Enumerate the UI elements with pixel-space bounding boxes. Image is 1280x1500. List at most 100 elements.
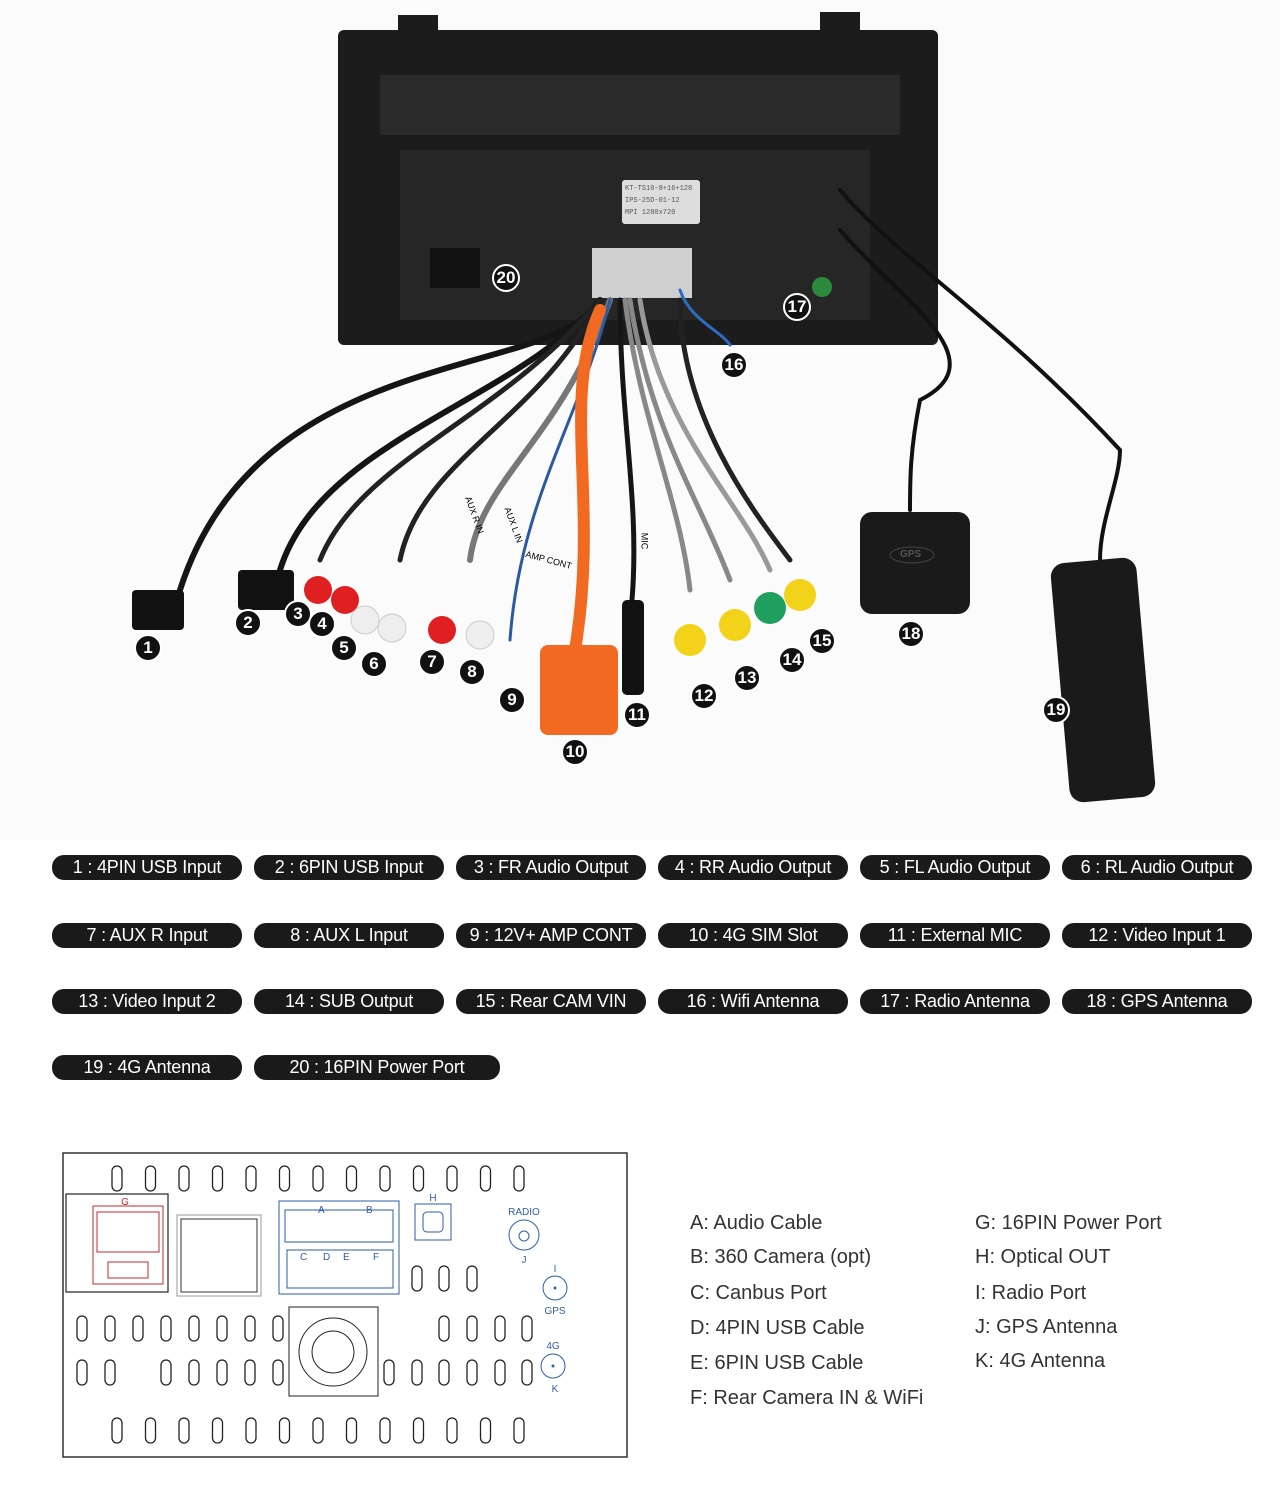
sim-slot-box [540, 645, 618, 735]
label-f: F [373, 1252, 379, 1263]
label-gps: GPS [544, 1306, 565, 1317]
label-radio: RADIO [508, 1207, 540, 1218]
vent-slot [466, 1359, 478, 1386]
vent-slot [312, 1417, 324, 1444]
port-label-1: 1 : 4PIN USB Input [52, 855, 242, 880]
port-label-5: 5 : FL Audio Output [860, 855, 1050, 880]
vent-slot [244, 1315, 256, 1342]
connector-g [92, 1205, 164, 1285]
vent-slot [446, 1417, 458, 1444]
rca-white-aux-l [465, 620, 495, 650]
legend-item: A: Audio Cable [690, 1212, 823, 1234]
label-a: A [318, 1205, 325, 1216]
vent-slot [104, 1315, 116, 1342]
label-d: D [323, 1252, 330, 1263]
vent-slot [160, 1359, 172, 1386]
vent-slot [345, 1165, 358, 1192]
rca-yellow-rearcam [784, 579, 816, 611]
vent-slot [438, 1315, 450, 1342]
callout-badge-15: 15 [808, 627, 836, 655]
callout-badge-6: 6 [360, 650, 388, 678]
vent-slot [188, 1359, 200, 1386]
vent-slot [521, 1359, 533, 1386]
radio-port [508, 1219, 540, 1251]
port-label-4: 4 : RR Audio Output [658, 855, 848, 880]
vent-slot [178, 1417, 190, 1444]
vent-slot [466, 1315, 478, 1342]
port-label-12: 12 : Video Input 1 [1062, 923, 1252, 948]
rca-yellow-video1 [674, 624, 706, 656]
vent-slot [211, 1165, 224, 1192]
port-label-9: 9 : 12V+ AMP CONT [456, 923, 646, 948]
label-b: B [366, 1205, 373, 1216]
callout-badge-1: 1 [134, 634, 162, 662]
vent-slot [345, 1417, 358, 1444]
vent-slot [494, 1359, 506, 1386]
vent-slot [160, 1315, 172, 1342]
port-label-6: 6 : RL Audio Output [1062, 855, 1252, 880]
label-c: C [300, 1252, 307, 1263]
cables [177, 188, 1123, 656]
vent-slot [521, 1315, 533, 1342]
vent-slot [144, 1165, 157, 1192]
vent-slot [272, 1359, 284, 1386]
rca-red-rr [331, 586, 359, 614]
vent-slot [379, 1417, 391, 1444]
vent-slot [188, 1315, 200, 1342]
vent-slot [76, 1315, 88, 1342]
callout-badge-9: 9 [498, 686, 526, 714]
label-e: E [343, 1252, 350, 1263]
callout-badge-19: 19 [1042, 696, 1070, 724]
port-label-14: 14 : SUB Output [254, 989, 444, 1014]
port-label-17: 17 : Radio Antenna [860, 989, 1050, 1014]
vent-slot [412, 1417, 425, 1444]
callout-badge-14: 14 [778, 646, 806, 674]
port-label-19: 19 : 4G Antenna [52, 1055, 242, 1080]
vent-slot [278, 1417, 291, 1444]
callout-badge-17: 17 [783, 293, 811, 321]
vent-slot [216, 1315, 228, 1342]
callout-badge-13: 13 [733, 664, 761, 692]
vent-slot [178, 1165, 190, 1192]
port-label-3: 3 : FR Audio Output [456, 855, 646, 880]
vent-slot [132, 1315, 144, 1342]
product-photo: KT-TS10-8+16+128 IPS-25D-01-12 MPI 1280x… [132, 12, 1156, 803]
callout-badge-10: 10 [561, 738, 589, 766]
head-unit-illustration [132, 12, 1156, 803]
label-4g: 4G [546, 1341, 560, 1352]
label-k: K [552, 1384, 559, 1395]
vent-slot [438, 1265, 450, 1292]
vent-slot [104, 1359, 116, 1386]
vent-slot [272, 1315, 284, 1342]
rca-white-fl [350, 605, 380, 635]
vent-slot [411, 1265, 423, 1292]
legend-item: H: Optical OUT [975, 1246, 1111, 1268]
fan [288, 1306, 379, 1397]
mic-jack [622, 600, 644, 695]
connectors-a-f [278, 1200, 400, 1295]
legend-item: I: Radio Port [975, 1282, 1087, 1304]
vent-slot [438, 1359, 450, 1386]
port-label-2: 2 : 6PIN USB Input [254, 855, 444, 880]
vent-slot [479, 1165, 492, 1192]
vent-slot [513, 1417, 525, 1444]
gps-port [542, 1275, 568, 1301]
legend-item: K: 4G Antenna [975, 1350, 1106, 1372]
vent-slot [245, 1417, 257, 1444]
head-unit-chassis [338, 12, 938, 345]
callout-badge-18: 18 [897, 620, 925, 648]
sticker-line: IPS-25D-01-12 [625, 197, 680, 205]
legend-item: F: Rear Camera IN & WiFi [690, 1387, 924, 1409]
panel-outline [62, 1152, 628, 1458]
4g-antenna [1050, 557, 1156, 803]
vent-slot [466, 1265, 478, 1292]
connectors [132, 512, 1156, 803]
label-j: J [522, 1255, 527, 1266]
port-label-7: 7 : AUX R Input [52, 923, 242, 948]
callout-badge-20: 20 [492, 264, 520, 292]
rca-red-aux-r [428, 616, 456, 644]
rear-panel-diagram: G A B C D E F H RADIO J I GPS 4G K [62, 1152, 628, 1458]
port-label-10: 10 : 4G SIM Slot [658, 923, 848, 948]
callout-badge-7: 7 [418, 648, 446, 676]
vent-slot [278, 1165, 291, 1192]
